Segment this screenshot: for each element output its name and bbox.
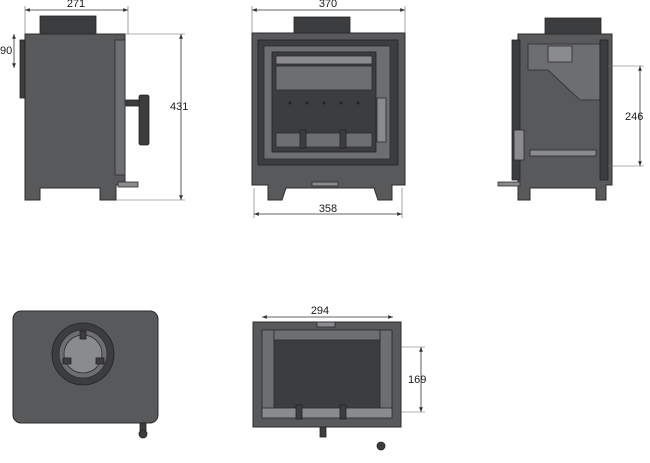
plan-section-rear-tab [316,321,336,328]
flue-lug [62,357,72,365]
dim-front-width-top: 370 [319,0,337,10]
side-rear-spigot [19,39,26,99]
dim-plan-inner-width: 294 [311,305,329,317]
flue-collar-core [63,334,103,374]
side-view: 271 90 431 [0,0,188,201]
plan-section-back-brick [273,329,381,341]
front-grate-post [299,129,307,149]
plan-handle-knob [138,429,148,439]
dim-side-depth: 271 [67,0,85,10]
front-flue-stub [293,16,351,34]
front-firebox-dots [288,101,360,105]
section-throat [547,45,573,63]
section-air-control [513,129,525,161]
plan-section-knob [376,441,386,451]
side-ash-lip [117,181,139,188]
firebox-dot [322,101,326,105]
plan-section-grate-post [339,404,347,420]
firebox-dot [339,101,343,105]
section-view: 246 [497,17,644,201]
section-front-lip [497,181,521,187]
front-grate [275,132,373,148]
firebox-dot [356,101,360,105]
firebox-dot [288,101,292,105]
plan-section-handle-stem [319,426,327,438]
dim-plan-depth: 169 [408,374,426,386]
side-door-handle-grip [138,94,150,146]
section-back-panel [599,39,609,181]
dim-side-top-offset: 90 [0,45,12,57]
dim-front-width-base: 358 [319,203,337,215]
front-grate-post [339,129,347,149]
plan-section-side-brick [261,329,275,416]
flue-lug [79,330,87,340]
plan-section-view: 294 169 [252,305,426,451]
section-door-edge [511,39,521,181]
firebox-dot [305,101,309,105]
front-throat-plate [275,55,373,65]
front-ash-slot [311,181,339,187]
front-view: 370 358 [251,0,406,218]
front-baffle [275,65,373,91]
side-flue-stub [39,15,97,35]
plan-section-front-bar [261,407,393,419]
plan-section-firebox [261,329,393,416]
flue-lug [95,357,105,365]
side-body [24,33,126,201]
section-grate [529,149,597,157]
section-flue-stub [544,17,602,35]
plan-section-grate-post [295,404,303,420]
side-door-edge [114,39,126,176]
front-door-latch [376,97,387,143]
plan-section-side-brick [379,329,393,416]
plan-view [12,310,159,439]
dim-section-height: 246 [625,111,643,123]
dim-side-height: 431 [170,101,188,113]
